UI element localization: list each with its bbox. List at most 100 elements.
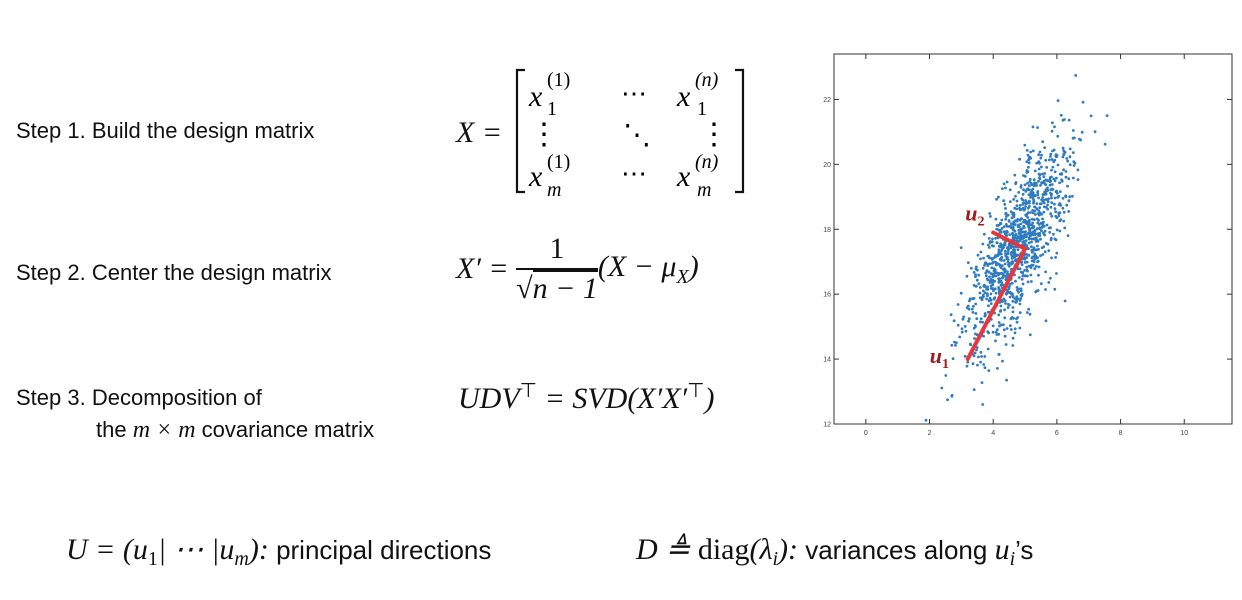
data-point [1015, 320, 1019, 324]
data-point [971, 362, 975, 366]
data-point [1043, 250, 1047, 254]
data-point [981, 320, 984, 324]
data-point [1022, 174, 1025, 177]
data-point [1014, 233, 1018, 236]
data-point [986, 243, 990, 247]
data-point [1014, 194, 1017, 198]
data-point [1014, 297, 1018, 301]
data-point [1014, 236, 1017, 240]
data-point [986, 254, 990, 258]
data-point [1001, 267, 1005, 271]
data-point [1011, 344, 1015, 347]
data-point [1040, 229, 1043, 233]
data-point [1047, 249, 1051, 253]
data-point [1005, 378, 1008, 382]
data-point [998, 251, 1002, 255]
data-point [1042, 205, 1046, 209]
data-point [1035, 217, 1039, 221]
data-point [1009, 328, 1013, 331]
data-point [954, 344, 957, 347]
data-point [1002, 230, 1006, 234]
data-point [973, 337, 976, 340]
data-point [967, 307, 971, 311]
data-point [1072, 164, 1076, 167]
data-point [1011, 299, 1015, 303]
data-point [1046, 207, 1050, 211]
data-point [985, 297, 988, 301]
data-point [979, 350, 983, 354]
data-point [1005, 180, 1009, 184]
data-point [1041, 172, 1044, 176]
data-point [1034, 290, 1038, 294]
data-point [1042, 201, 1046, 205]
eq2-denominator: √n − 1 [516, 270, 598, 305]
principal-vector-u1 [965, 246, 1028, 362]
data-point [992, 267, 996, 270]
data-point [985, 269, 989, 273]
data-point [1006, 250, 1010, 253]
svg-text:m: m [697, 179, 711, 201]
data-point [1013, 254, 1017, 257]
data-point [1024, 205, 1027, 208]
data-point [1023, 269, 1026, 272]
data-point [997, 244, 1001, 248]
data-point [1036, 289, 1040, 292]
data-point [960, 330, 964, 334]
data-point [977, 273, 981, 277]
data-point [1061, 206, 1065, 210]
x-tick-label: 6 [1055, 430, 1059, 437]
data-point [960, 327, 964, 331]
data-point [974, 332, 977, 336]
data-point [961, 317, 965, 321]
data-point [976, 253, 980, 257]
data-point [1053, 158, 1057, 162]
data-point [1036, 193, 1040, 197]
data-point [958, 335, 962, 339]
data-point [975, 278, 979, 282]
data-point [1037, 265, 1041, 269]
data-point [1050, 158, 1054, 161]
svg-text:(1): (1) [547, 151, 570, 173]
data-point [995, 328, 999, 332]
data-point [1050, 196, 1053, 200]
data-point [994, 217, 998, 221]
data-point [1019, 270, 1023, 274]
data-point [1043, 172, 1046, 175]
data-point [1053, 287, 1057, 291]
data-point [1056, 195, 1060, 199]
data-point [991, 330, 995, 334]
data-point [971, 311, 975, 314]
data-point [1105, 114, 1109, 118]
data-point [986, 278, 990, 282]
data-point [1048, 176, 1052, 179]
data-point [1071, 151, 1075, 154]
data-point [1030, 226, 1034, 230]
data-point [1004, 343, 1008, 346]
data-point [994, 274, 998, 278]
variances-statement: D ≜ diag(λi): variances along ui’s [636, 533, 1034, 571]
data-point [1033, 248, 1037, 252]
x-tick-label: 8 [1119, 430, 1123, 437]
data-point [1047, 197, 1050, 201]
data-point [974, 312, 978, 315]
data-point [950, 394, 954, 398]
data-point [1050, 236, 1053, 240]
data-point [1055, 154, 1059, 157]
data-point [1012, 248, 1015, 252]
data-point [1026, 232, 1030, 236]
data-point [973, 351, 977, 355]
data-point [940, 386, 944, 390]
data-point [1049, 155, 1052, 158]
data-point [994, 291, 998, 295]
data-point [1008, 303, 1011, 307]
data-point [1009, 246, 1013, 250]
data-point [1017, 228, 1021, 232]
data-point [1008, 295, 1012, 299]
data-point [1030, 245, 1033, 249]
data-point [1003, 334, 1007, 338]
data-point [1055, 176, 1058, 180]
data-point [1023, 143, 1027, 147]
data-point [1005, 225, 1009, 228]
data-point [1032, 233, 1035, 237]
